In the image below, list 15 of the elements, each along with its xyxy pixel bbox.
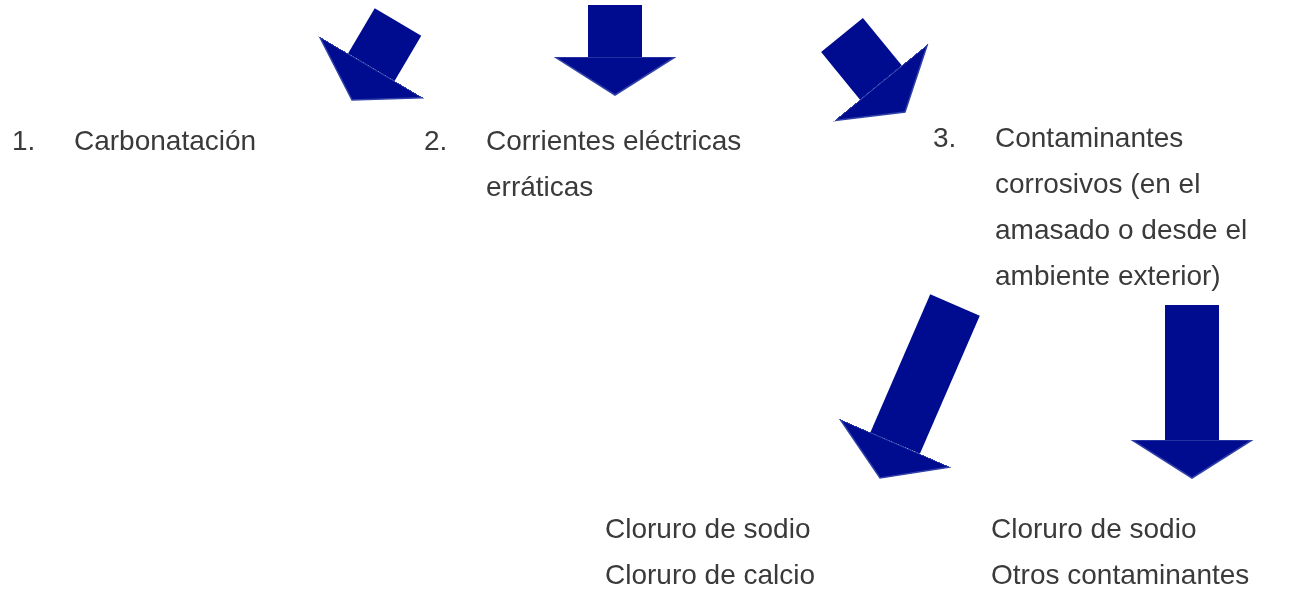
- cause-label: Carbonatación: [74, 124, 257, 158]
- list-number: 2.: [424, 124, 449, 158]
- contaminant-label: Cloruro de calcio: [605, 558, 817, 592]
- block-arrow: [1131, 305, 1253, 479]
- block-arrow: [318, 8, 424, 101]
- list-number: 3.: [933, 121, 958, 155]
- contaminant-label: Cloruro de sodio: [605, 512, 812, 546]
- list-number: 1.: [12, 124, 37, 158]
- contaminant-label: Cloruro de sodio: [991, 512, 1198, 546]
- contaminant-label: Otros contaminantes: [991, 558, 1251, 592]
- cause-label: Corrientes eléctricas erráticas: [486, 124, 743, 204]
- cause-label: Contaminantes corrosivos (en el amasado o desde el ambiente exterior): [995, 121, 1249, 293]
- block-arrow: [554, 5, 676, 96]
- block-arrow: [821, 17, 929, 122]
- block-arrow: [839, 294, 980, 479]
